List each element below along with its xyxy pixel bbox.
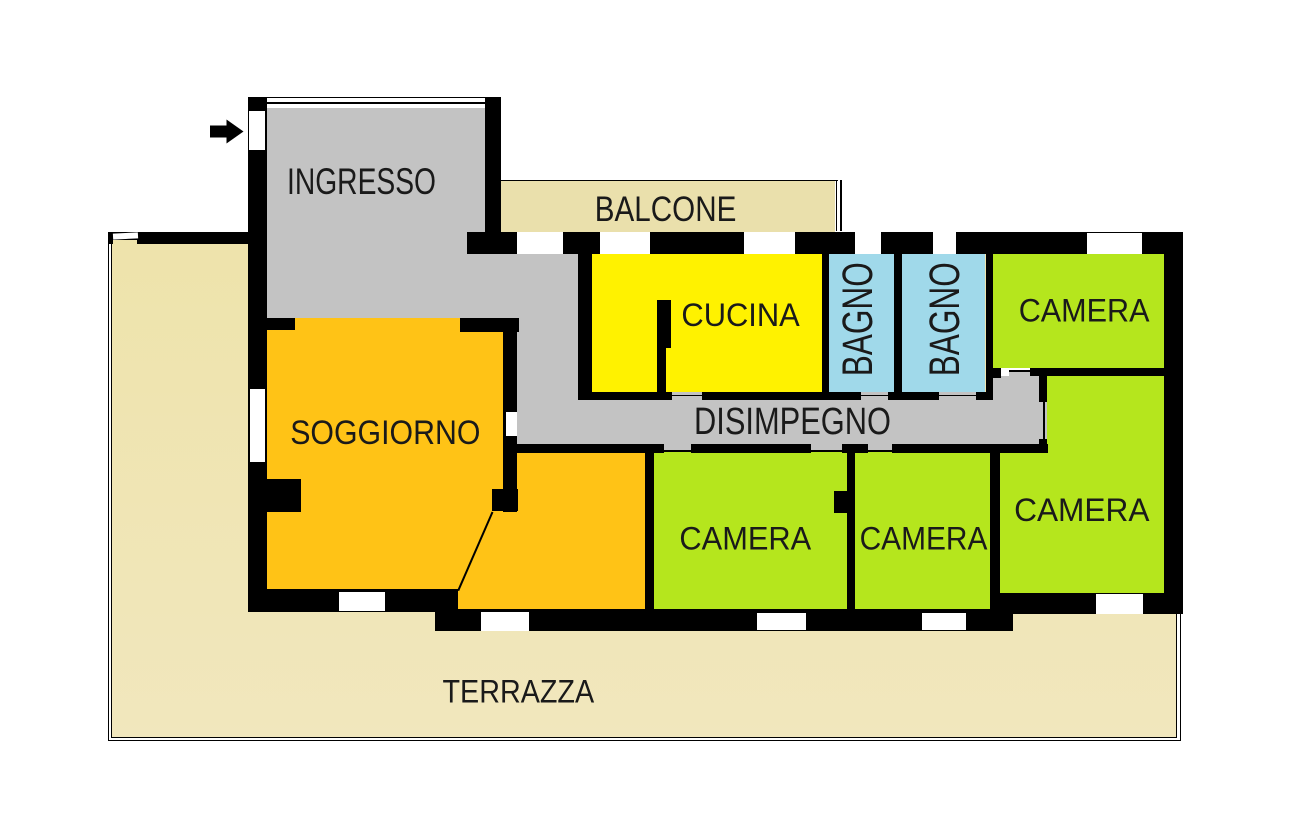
svg-text:BAGNO: BAGNO — [920, 262, 968, 376]
svg-text:CAMERA: CAMERA — [860, 521, 988, 557]
svg-text:DISIMPEGNO: DISIMPEGNO — [694, 400, 891, 443]
svg-text:BALCONE: BALCONE — [595, 190, 737, 229]
svg-text:CAMERA: CAMERA — [1014, 492, 1150, 528]
svg-text:CAMERA: CAMERA — [1019, 291, 1151, 328]
svg-text:CAMERA: CAMERA — [679, 521, 811, 557]
svg-text:BAGNO: BAGNO — [833, 262, 881, 376]
svg-text:TERRAZZA: TERRAZZA — [443, 674, 595, 710]
svg-text:CUCINA: CUCINA — [681, 297, 799, 333]
svg-text:SOGGIORNO: SOGGIORNO — [290, 414, 480, 452]
svg-text:INGRESSO: INGRESSO — [287, 161, 436, 203]
